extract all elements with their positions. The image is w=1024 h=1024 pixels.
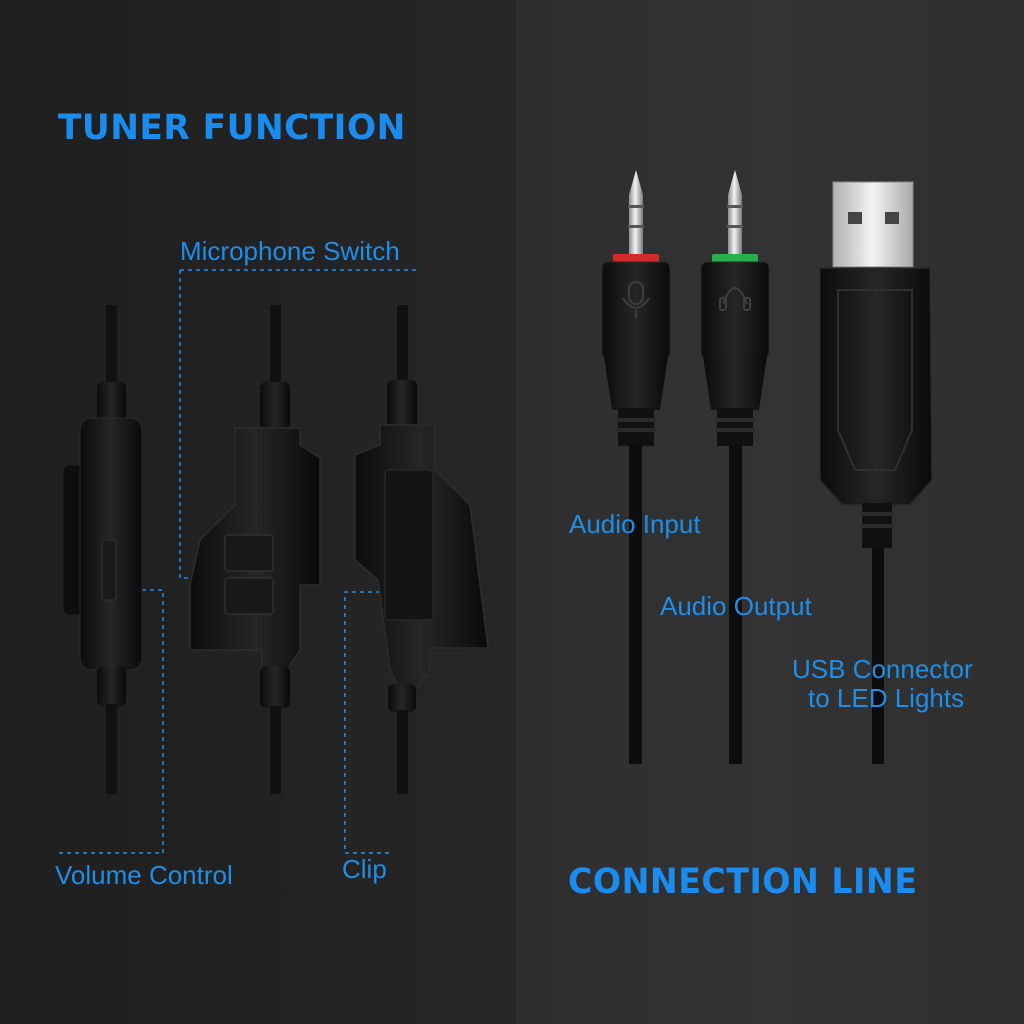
connection-panel [516, 0, 1024, 1024]
headphone-color-ring [712, 254, 758, 262]
clip-callout [344, 591, 412, 854]
volume-control-unit [62, 305, 143, 794]
clip-unit [354, 305, 489, 794]
audio-output-plug [700, 170, 770, 764]
tuner-function-heading: TUNER FUNCTION [58, 108, 406, 148]
audio-input-label: Audio Input [569, 509, 701, 539]
usb-window-left [848, 212, 862, 224]
audio-output-label: Audio Output [660, 591, 812, 621]
usb-connector [819, 181, 933, 764]
mic-color-ring [613, 254, 659, 262]
usb-connector-label-line2: to LED Lights [808, 683, 965, 713]
audio-input-plug [601, 170, 671, 764]
mic-switch-upper [224, 534, 274, 572]
clip-face [384, 469, 434, 621]
microphone-switch-label: Microphone Switch [180, 236, 400, 266]
connection-line-heading: CONNECTION LINE [568, 862, 918, 902]
clip-label: Clip [342, 854, 387, 884]
microphone-icon [622, 281, 650, 318]
microphone-switch-unit [189, 305, 321, 794]
volume-control-label: Volume Control [55, 860, 233, 890]
usb-window-right [885, 212, 899, 224]
volume-wheel [101, 539, 117, 601]
mic-switch-lower [224, 577, 274, 615]
headphones-icon [719, 287, 751, 311]
usb-connector-label-line1: USB Connector [792, 654, 973, 684]
